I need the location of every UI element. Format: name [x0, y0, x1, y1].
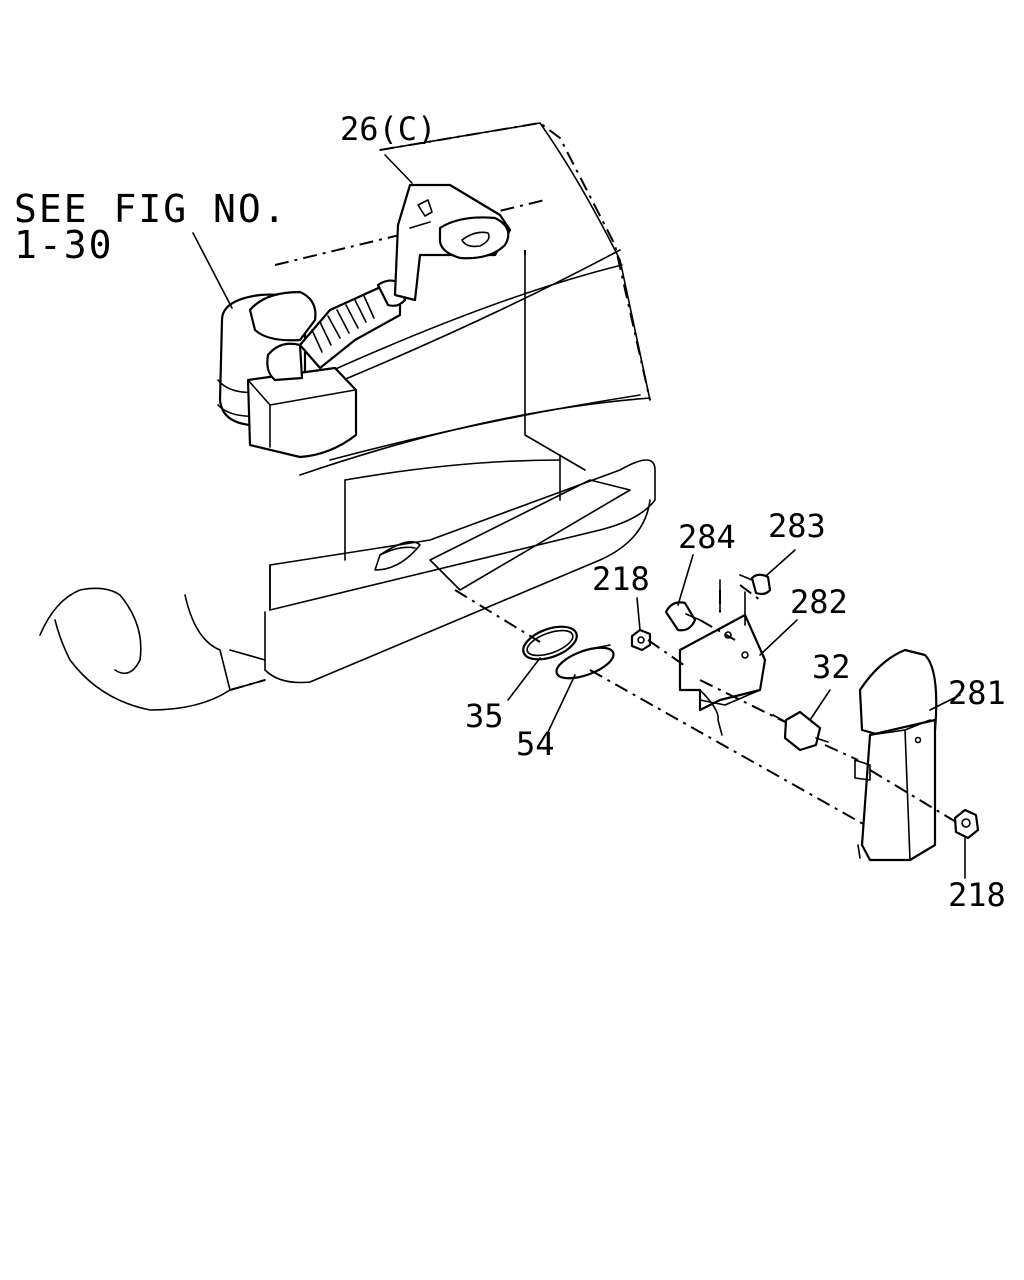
clamp-35 [522, 625, 578, 661]
callout-26c: 26(C) [340, 110, 436, 148]
connection-lines [454, 250, 957, 826]
clamp-54 [555, 644, 615, 680]
callout-218-lower: 218 [948, 876, 1006, 914]
intake-hose [298, 279, 407, 370]
nut-218-upper [630, 628, 652, 652]
air-cleaner [217, 290, 358, 459]
callout-218-upper: 218 [592, 560, 650, 598]
callout-54: 54 [516, 725, 555, 763]
callout-32: 32 [812, 648, 851, 686]
see-fig-number: 1-30 [14, 223, 114, 267]
callout-283: 283 [768, 507, 826, 545]
callout-284: 284 [678, 518, 736, 556]
bracket [678, 579, 767, 736]
bolt-283 [739, 573, 772, 596]
nut-218-lower [953, 808, 980, 840]
callout-282: 282 [790, 583, 848, 621]
callout-35: 35 [465, 697, 504, 735]
callout-281: 281 [948, 674, 1006, 712]
precleaner-cover [854, 648, 938, 862]
sensor-32 [772, 710, 829, 752]
bolt-284 [664, 601, 701, 632]
leader-lines [192, 154, 966, 879]
see-fig-label: SEE FIG NO. [14, 187, 288, 231]
snorkel-duct [393, 183, 512, 302]
